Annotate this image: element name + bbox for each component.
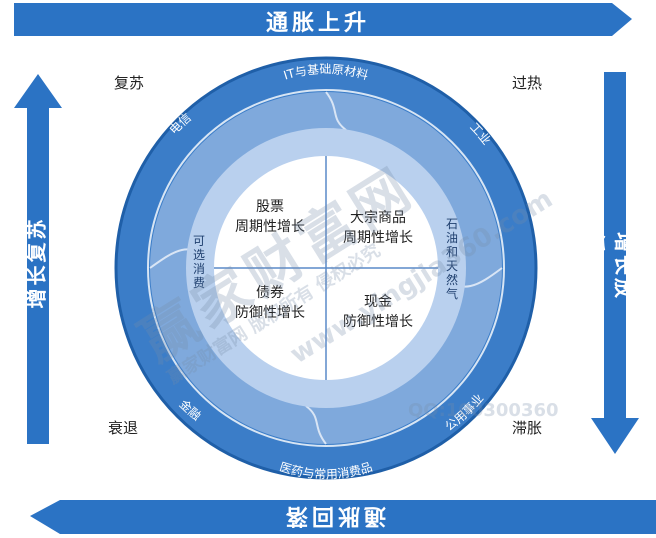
- growth-recovery-arrow: [14, 74, 62, 444]
- phase-recovery: 复苏: [114, 74, 145, 92]
- inflation-falling-arrow: [30, 500, 656, 534]
- mid-left-char: 费: [193, 276, 205, 290]
- quadrant-stocks-title: 股票: [256, 199, 284, 215]
- mid-right-char: 然: [446, 272, 458, 287]
- quadrant-commodities-subtitle: 周期性增长: [343, 230, 413, 246]
- quadrant-bonds-subtitle: 防御性增长: [235, 305, 305, 321]
- mid-left-char: 可: [193, 234, 205, 248]
- mid-right-char: 油: [446, 231, 458, 245]
- mid-right-char: 天: [446, 259, 458, 273]
- phase-overheat: 过热: [512, 74, 543, 92]
- quadrant-stocks-subtitle: 周期性增长: [235, 219, 305, 235]
- mid-left-char: 选: [193, 248, 205, 262]
- mid-right-char: 石: [446, 217, 458, 231]
- mid-right-char: 和: [446, 245, 458, 259]
- inflation-rising-label: 通胀上升: [266, 11, 371, 36]
- phase-recession: 衰退: [108, 419, 139, 437]
- growth-slowdown-arrow: [591, 72, 639, 454]
- quadrant-cash-title: 现金: [364, 294, 392, 310]
- phase-stagflation: 滞胀: [512, 419, 543, 437]
- mid-left-char: 消: [193, 262, 205, 276]
- inflation-rising-arrow: [14, 3, 632, 36]
- sector-it-materials: IT与基础原材料: [282, 62, 370, 82]
- sector-healthcare-staples: 医药与常用消费品: [278, 460, 374, 482]
- quadrant-cash-subtitle: 防御性增长: [343, 314, 413, 330]
- quadrant-commodities-title: 大宗商品: [350, 210, 406, 226]
- mid-right-char: 气: [446, 286, 458, 301]
- quadrant-bonds-title: 债券: [256, 285, 284, 301]
